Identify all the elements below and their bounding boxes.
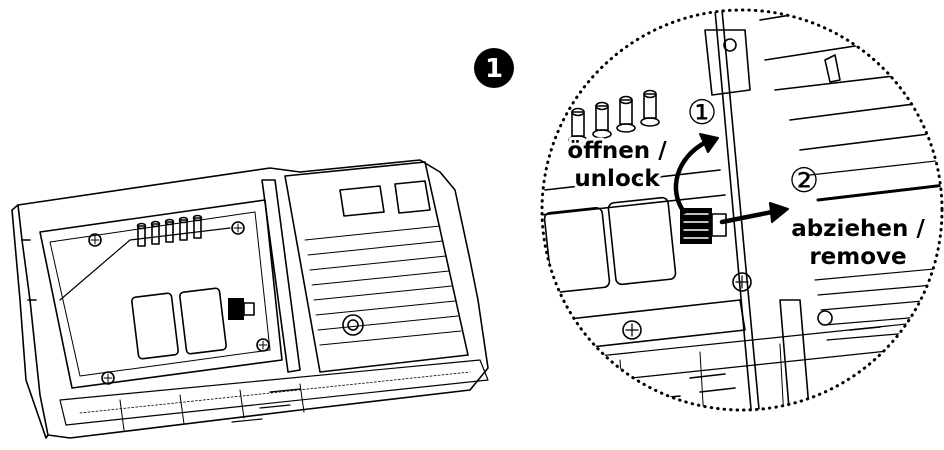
callout-unlock-line1: öffnen / [567, 138, 667, 164]
callout-unlock: ① öffnen / unlock [564, 93, 717, 195]
callout-remove: ② abziehen / remove [788, 161, 928, 273]
detail-plug-connector [680, 208, 727, 244]
detail-module-right [607, 196, 677, 286]
detail-magnifier [540, 8, 944, 412]
callout-remove-marker: ② [789, 161, 819, 201]
divider-wall [261, 179, 301, 373]
plug-connector-small [228, 298, 244, 320]
step-marker-circle [474, 48, 514, 88]
step-marker: 1 [474, 48, 514, 88]
vent-skirt [59, 359, 489, 426]
remove-arrow [719, 202, 789, 225]
detail-module-left [543, 206, 611, 294]
screws [88, 221, 270, 385]
detail-connector-pins [568, 89, 660, 145]
unlock-arrow [673, 133, 719, 215]
magnifier-border [540, 8, 944, 412]
device-housing [17, 159, 489, 439]
knob [342, 314, 364, 336]
module-right [179, 287, 227, 355]
device-overview [11, 159, 489, 439]
detail-screw [622, 272, 833, 340]
inner-tray-left [39, 199, 283, 389]
callout-unlock-line2: unlock [574, 166, 660, 192]
skirt-slots [231, 388, 301, 423]
callout-remove-line1: abziehen / [791, 216, 925, 242]
detail-content [542, 10, 942, 410]
callout-remove-line2: remove [809, 244, 906, 270]
callout-unlock-marker: ① [687, 93, 717, 133]
connector-pins [136, 214, 203, 247]
left-flange [11, 204, 49, 439]
cooling-slats [304, 225, 462, 346]
step-number: 1 [485, 54, 503, 84]
module-left [131, 292, 179, 360]
right-compartment [284, 161, 469, 373]
